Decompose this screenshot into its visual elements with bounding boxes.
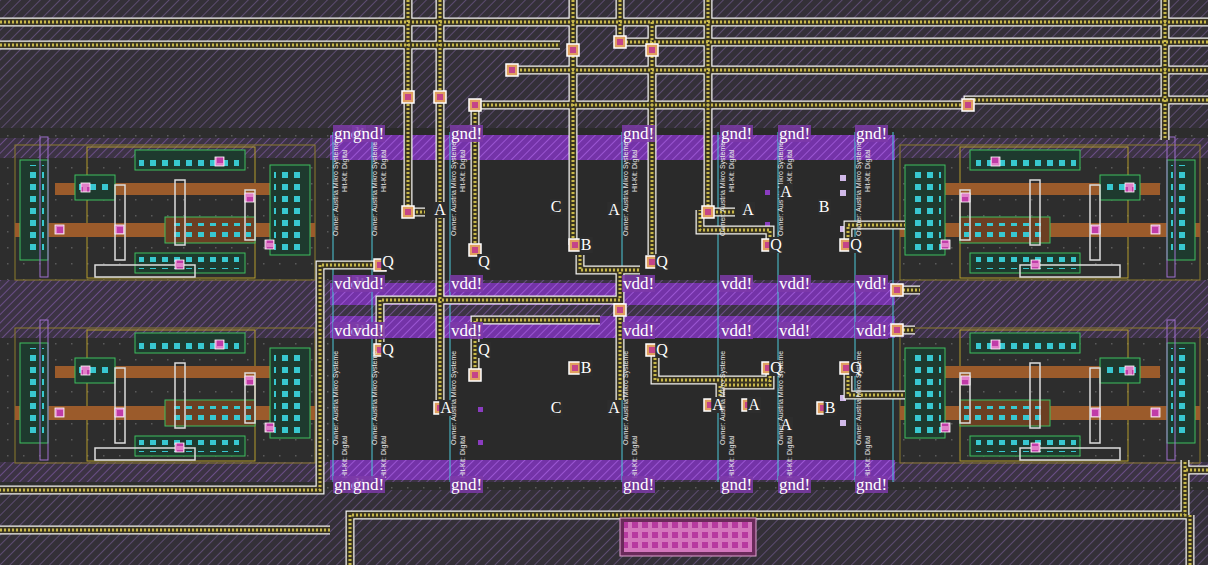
pin-name: Q bbox=[381, 254, 395, 270]
power-rail-label: vdd! bbox=[352, 275, 385, 292]
pin-name: A bbox=[607, 400, 621, 416]
power-rail-label: gnd! bbox=[855, 476, 888, 493]
power-rail-label: vdd! bbox=[352, 322, 385, 339]
pin-name: Q bbox=[477, 254, 491, 270]
pin-name: Q bbox=[769, 237, 783, 253]
pin-name: A bbox=[779, 184, 793, 200]
power-rail-label: vdd! bbox=[720, 275, 753, 292]
pin-name: B bbox=[818, 199, 831, 215]
power-rail-label: gnd! bbox=[720, 125, 753, 142]
power-rail-label: vdd! bbox=[622, 275, 655, 292]
cell-owner-note: Hit-Kit: Digital bbox=[728, 436, 735, 478]
pin-name: B bbox=[824, 400, 837, 416]
cell-owner-note: Hit-Kit: Digital bbox=[631, 436, 638, 478]
cell-owner-note: Hit-Kit: Digital bbox=[380, 150, 387, 192]
cell-owner-note: Hit-Kit: Digital bbox=[864, 436, 871, 478]
cell-owner-note: Owner: Austria Mikro Systeme bbox=[371, 142, 378, 236]
pin-name: Q bbox=[381, 342, 395, 358]
cell-owner-note: Owner: Austria Mikro Systeme bbox=[332, 142, 339, 236]
cell-owner-note: Owner: Austria Mikro Systeme bbox=[855, 351, 862, 445]
pin-name: A bbox=[747, 397, 761, 413]
standard-cell bbox=[900, 137, 1200, 280]
pin-name: Q bbox=[477, 342, 491, 358]
pin-name: Q bbox=[655, 254, 669, 270]
power-rail-label: vdd! bbox=[622, 322, 655, 339]
pin-name: A bbox=[433, 202, 447, 218]
cell-owner-note: Owner: Austria Mikro Systeme bbox=[332, 351, 339, 445]
cell-owner-note: Owner: Austria Mikro Systeme bbox=[777, 351, 784, 445]
cell-owner-note: Owner: Austria Mikro Systeme bbox=[622, 351, 629, 445]
power-rail-label: vdd! bbox=[855, 275, 888, 292]
power-rail-label: vdd! bbox=[855, 322, 888, 339]
cell-owner-note: Owner: Austria Mikro Systeme bbox=[450, 142, 457, 236]
power-rail-label: gnd! bbox=[720, 476, 753, 493]
pin-name: C bbox=[550, 199, 563, 215]
cell-owner-note: Owner: Austria Mikro Systeme bbox=[450, 351, 457, 445]
substrate-contact bbox=[620, 518, 756, 556]
pin-name: A bbox=[607, 202, 621, 218]
contact-pin bbox=[374, 36, 974, 414]
vdd-rail bbox=[330, 316, 895, 338]
vdd-rail bbox=[0, 280, 1208, 338]
cell-owner-note: Hit-Kit: Digital bbox=[341, 150, 348, 192]
cell-boundary bbox=[333, 132, 893, 482]
power-rail-label: gnd! bbox=[622, 125, 655, 142]
via-dot bbox=[478, 175, 846, 445]
cell-owner-note: Hit-Kit: Digital bbox=[380, 436, 387, 478]
cell-owner-note: Owner: Austria Mikro Systeme bbox=[855, 142, 862, 236]
pin-name: B bbox=[580, 237, 593, 253]
power-rail-label: gnd! bbox=[352, 476, 385, 493]
power-rail-label: gnd! bbox=[450, 125, 483, 142]
power-rail-label: vdd! bbox=[778, 322, 811, 339]
power-rail-label: gnd! bbox=[450, 476, 483, 493]
pin-name: Q bbox=[849, 237, 863, 253]
pin-name: Q bbox=[655, 342, 669, 358]
cell-owner-note: Hit-Kit: Digital bbox=[631, 150, 638, 192]
cell-owner-note: Hit-Kit: Digital bbox=[728, 150, 735, 192]
power-rail-label: vdd! bbox=[450, 275, 483, 292]
cell-owner-note: Hit-Kit: Digital bbox=[864, 150, 871, 192]
power-rail-label: gnd! bbox=[622, 476, 655, 493]
standard-cell bbox=[15, 137, 315, 280]
power-rail-label: vdd! bbox=[450, 322, 483, 339]
cell-owner-note: Hit-Kit: Digital bbox=[459, 436, 466, 478]
cell-owner-note: Hit-Kit: Digital bbox=[341, 436, 348, 478]
standard-cell bbox=[900, 320, 1200, 463]
pin-name: A bbox=[741, 202, 755, 218]
cell-owner-note: Owner: Austria Mikro Systeme bbox=[622, 142, 629, 236]
cell-owner-note: Owner: Austria Mikro Systeme bbox=[719, 351, 726, 445]
pin-name: C bbox=[550, 400, 563, 416]
power-rail-label: vdd! bbox=[720, 322, 753, 339]
cell-owner-note: Owner: Austria Mikro Systeme bbox=[719, 142, 726, 236]
standard-cell bbox=[15, 320, 315, 463]
pin-name: B bbox=[580, 360, 593, 376]
cell-owner-note: Hit-Kit: Digital bbox=[459, 150, 466, 192]
power-rail-label: gnd! bbox=[778, 125, 811, 142]
cell-owner-note: Owner: Austria Mikro Systeme bbox=[371, 351, 378, 445]
power-rail-label: gnd! bbox=[855, 125, 888, 142]
power-rail-label: vdd! bbox=[778, 275, 811, 292]
cell-owner-note: Hit-Kit: Digital bbox=[786, 436, 793, 478]
power-rail-label: gnd! bbox=[352, 125, 385, 142]
power-rail-label: gnd! bbox=[778, 476, 811, 493]
